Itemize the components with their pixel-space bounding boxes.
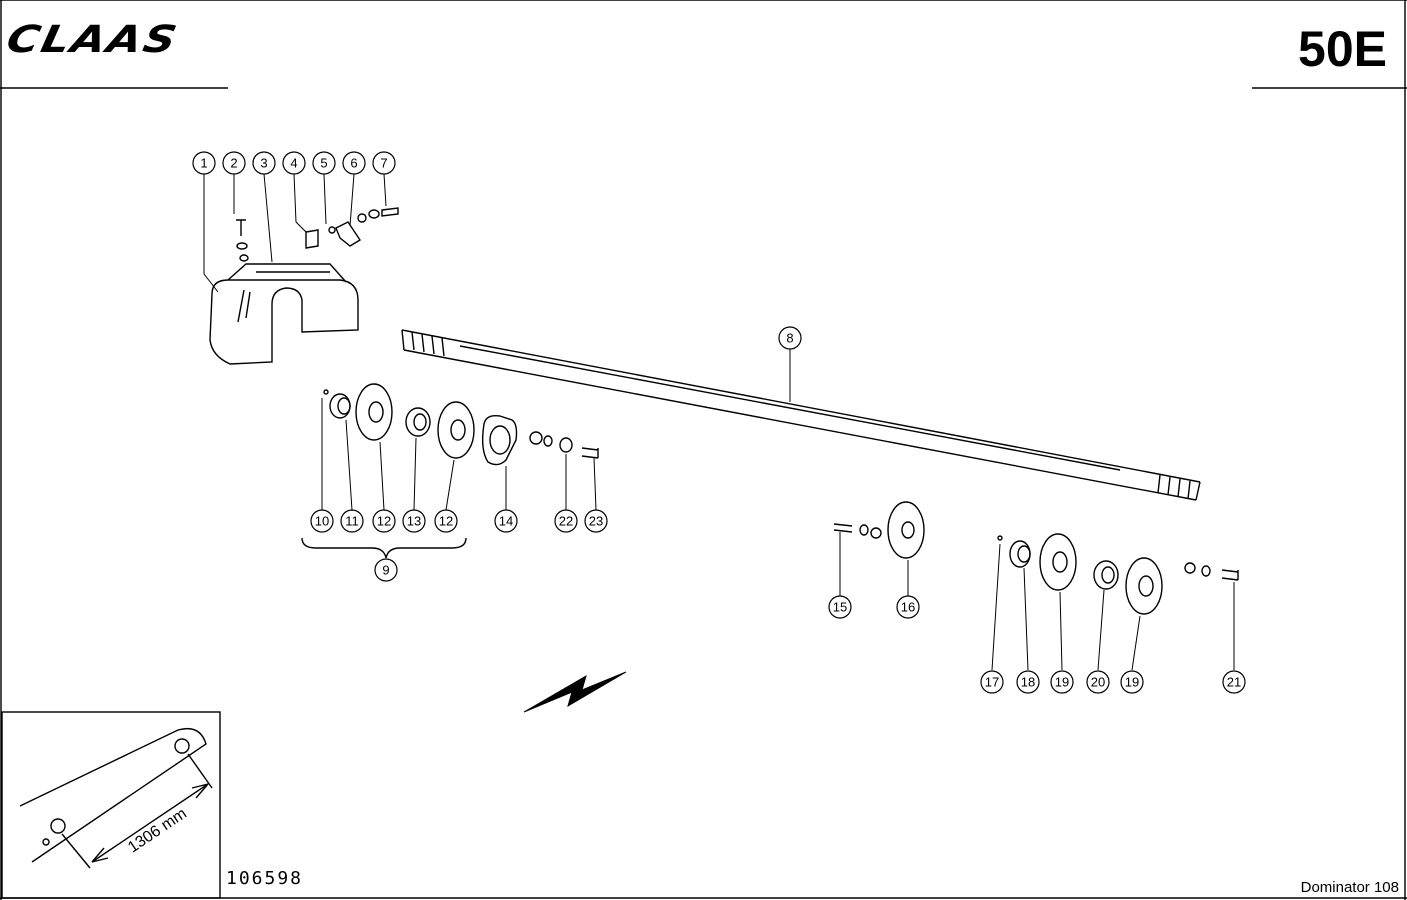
bracket-hardware: [236, 207, 399, 262]
callout-circle: [282, 151, 306, 175]
callout-circle: [372, 151, 396, 175]
callout-circle: [554, 509, 578, 533]
callout-label: 19: [1055, 675, 1069, 690]
callout-label: 2: [230, 156, 237, 171]
callout-label: 14: [499, 514, 513, 529]
callout-label: 10: [315, 514, 329, 529]
callout-label: 9: [382, 563, 389, 578]
callout-label: 5: [320, 156, 327, 171]
callout-circle: [192, 151, 216, 175]
callout-label: 22: [559, 514, 573, 529]
bearing-group-middle: [833, 501, 925, 559]
callout-circle: [1120, 670, 1144, 694]
callout-circle: [1050, 670, 1074, 694]
callout-label: 6: [350, 156, 357, 171]
callout-label: 13: [407, 514, 421, 529]
bearing-group-right: [997, 533, 1239, 615]
callout-circle: [340, 509, 364, 533]
callout-circle: [374, 558, 398, 582]
callout-circle: [312, 151, 336, 175]
page-code: 50E: [1298, 21, 1387, 77]
drawing-number: 106598: [226, 868, 304, 889]
callout-circle: [1222, 670, 1246, 694]
callout-circle: [980, 670, 1004, 694]
callout-label: 4: [290, 156, 297, 171]
callout-label: 23: [589, 514, 603, 529]
model-label: Dominator 108: [1300, 879, 1399, 896]
inset-dimension-label: 1306 mm: [125, 805, 190, 856]
callout-label: 8: [786, 331, 793, 346]
callout-label: 7: [380, 156, 387, 171]
callout-label: 19: [1125, 675, 1139, 690]
callout-circle: [402, 509, 426, 533]
callout-circle: [584, 509, 608, 533]
callout-label: 15: [833, 600, 847, 615]
callout-circle: [896, 595, 920, 619]
callout-circle: [1086, 670, 1110, 694]
inset-detail: [19, 727, 213, 869]
callout-circle: [252, 151, 276, 175]
callout-circle: [310, 509, 334, 533]
direction-arrow: [523, 671, 627, 713]
callout-circle: [1016, 670, 1040, 694]
callout-circle: [494, 509, 518, 533]
callout-label: 20: [1091, 675, 1105, 690]
callout-circle: [828, 595, 852, 619]
callout-circle: [372, 509, 396, 533]
callout-label: 17: [985, 675, 999, 690]
callout-label: 18: [1021, 675, 1035, 690]
callout-circle: [778, 326, 802, 350]
callout-label: 16: [901, 600, 915, 615]
callout-label: 1: [200, 156, 207, 171]
shield-guard: [209, 263, 359, 365]
callout-circle: [342, 151, 366, 175]
callout-label: 11: [345, 514, 359, 529]
callout-label: 12: [439, 514, 453, 529]
shaft: [401, 329, 1201, 501]
callout-label: 12: [377, 514, 391, 529]
callout-label: 21: [1227, 675, 1241, 690]
callout-circle: [434, 509, 458, 533]
callout-circle: [222, 151, 246, 175]
callout-label: 3: [260, 156, 267, 171]
bearing-group-left: [323, 383, 599, 466]
